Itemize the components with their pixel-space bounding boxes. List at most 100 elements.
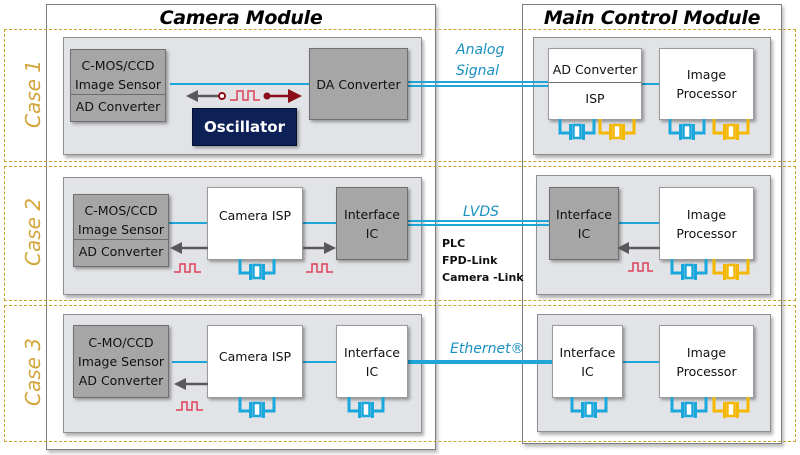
case-3-main-interface-ic-block: Interface IC [552,325,623,398]
left-arrow-icon [617,242,660,254]
camera-module-title: Camera Module [159,7,323,29]
case-3-sensor-to-isp-wire [172,361,208,363]
sensor-label-line3: AD Converter [75,98,161,114]
protocol-camera-link: Camera -Link [442,271,524,284]
case-1-ad-converter-isp-block: AD Converter ISP [548,48,642,120]
case-1-clock-arrows [186,89,302,103]
clock-signal-icon [628,262,653,272]
clock-signal-icon [230,90,260,101]
isp-label: ISP [585,91,605,106]
main-control-module-title: Main Control Module [543,7,761,29]
case-3-image-sensor-block: C-MO/CCD Image Sensor AD Converter [73,325,169,398]
case-2-band [4,166,796,301]
sensor-label-line2: Image Sensor [78,221,164,237]
sensor-label-line1: C-MOS/CCD [84,202,158,218]
crystal-oscillator-icon [712,397,750,418]
da-converter-label: DA Converter [316,76,401,92]
case-3-label: Case 3 [21,337,45,407]
interface-label-line1: Interface [344,344,400,360]
case-2-main-clock-arrow [617,242,660,272]
crystal-oscillator-icon [712,259,750,280]
analog-label: Analog [456,42,505,58]
case-2-sensor-to-isp-wire [168,222,208,224]
crystal-oscillator-icon [238,397,276,418]
processor-label-line2: Processor [676,363,737,379]
case-3-isp-to-interface-wire [302,361,338,363]
left-arrow-icon [174,378,208,390]
case-2-lvds-link-wire-b [407,224,550,226]
camera-isp-label: Camera ISP [218,349,292,364]
crystal-oscillator-icon [570,397,608,418]
right-arrow-icon [303,242,336,254]
case-3-camera-isp-block: Camera ISP [207,325,303,398]
clock-signal-icon [174,263,201,273]
case-3-image-processor-block: Image Processor [659,325,754,398]
case-3-link-label: Ethernet® [450,341,525,357]
sensor-label-line1: C-MO/CCD [88,335,154,350]
case-2-image-processor-block: Image Processor [659,187,754,260]
case-3-interface-ic-block: Interface IC [336,325,408,398]
crystal-oscillator-icon [598,119,636,140]
sensor-divider [71,93,165,95]
case-2-link-label: LVDS [463,204,500,220]
interface-label-line1: Interface [344,206,400,222]
processor-label-line2: Processor [676,225,737,241]
case-2-camera-clock-arrows [170,242,336,273]
interface-label-line2: IC [365,363,379,379]
sensor-label-line3: AD Converter [78,373,164,388]
case-1-analog-link-wire-b [407,85,549,87]
isp-divider [549,82,641,83]
right-arrow-icon [269,89,302,103]
signal-label: Signal [456,63,500,79]
processor-label-line1: Image [686,206,727,222]
case-1-image-processor-block: Image Processor [659,48,754,120]
case-1-oscillator-block: Oscillator [192,108,297,146]
interface-label-line2: IC [581,363,594,379]
oscillator-label: Oscillator [204,117,285,136]
interface-label-line2: IC [365,225,379,241]
case-2-main-interface-ic-block: Interface IC [549,187,619,260]
camera-isp-label: Camera ISP [218,208,292,223]
protocol-fpd-link: FPD-Link [442,254,498,267]
case-1-sensor-to-dac-wire [170,83,310,85]
case-2-lvds-link-wire-a [407,220,550,222]
case-1-label: Case 1 [21,59,45,129]
interface-label-line2: IC [577,225,591,241]
processor-label-line1: Image [686,67,727,82]
case-1-link-label: Analog Signal [456,40,504,82]
interface-label-line1: Interface [556,206,612,222]
case-3-interface-to-processor-wire [622,361,662,363]
case-3-band [4,305,796,442]
case-3-camera-clock-arrow [174,378,208,411]
left-arrow-icon [170,242,208,254]
case-2-image-sensor-block: C-MOS/CCD Image Sensor AD Converter [73,194,169,267]
protocol-plc: PLC [442,237,466,250]
crystal-oscillator-icon [238,259,276,280]
sensor-label-line3: AD Converter [78,243,164,259]
sensor-label-line2: Image Sensor [75,76,161,92]
crystal-oscillator-icon [670,397,708,418]
sensor-label-line2: Image Sensor [78,354,164,369]
processor-label-line2: Processor [676,86,737,101]
case-1-da-converter-block: DA Converter [309,48,408,120]
case-2-camera-isp-block: Camera ISP [207,187,303,260]
crystal-oscillator-icon [558,119,596,140]
case-2-isp-to-interface-wire [302,222,338,224]
case-2-protocol-list: PLC FPD-Link Camera -Link [442,235,524,286]
case-2-label: Case 2 [21,197,45,267]
left-arrow-icon [186,90,220,102]
clock-signal-icon [176,401,203,411]
case-1-isp-to-processor-wire [640,83,662,85]
left-terminal-dot [218,92,226,100]
sensor-divider [74,238,168,240]
crystal-oscillator-icon [670,259,708,280]
sensor-label-line1: C-MOS/CCD [81,57,155,73]
crystal-oscillator-icon [347,397,385,418]
clock-signal-icon [306,263,333,273]
case-2-interface-to-processor-wire [618,222,662,224]
case-3-ethernet-link-wire [407,360,553,364]
right-terminal-dot [263,92,271,100]
crystal-oscillator-icon [712,119,750,140]
case-1-band [4,29,796,162]
case-2-interface-ic-block: Interface IC [336,187,408,260]
